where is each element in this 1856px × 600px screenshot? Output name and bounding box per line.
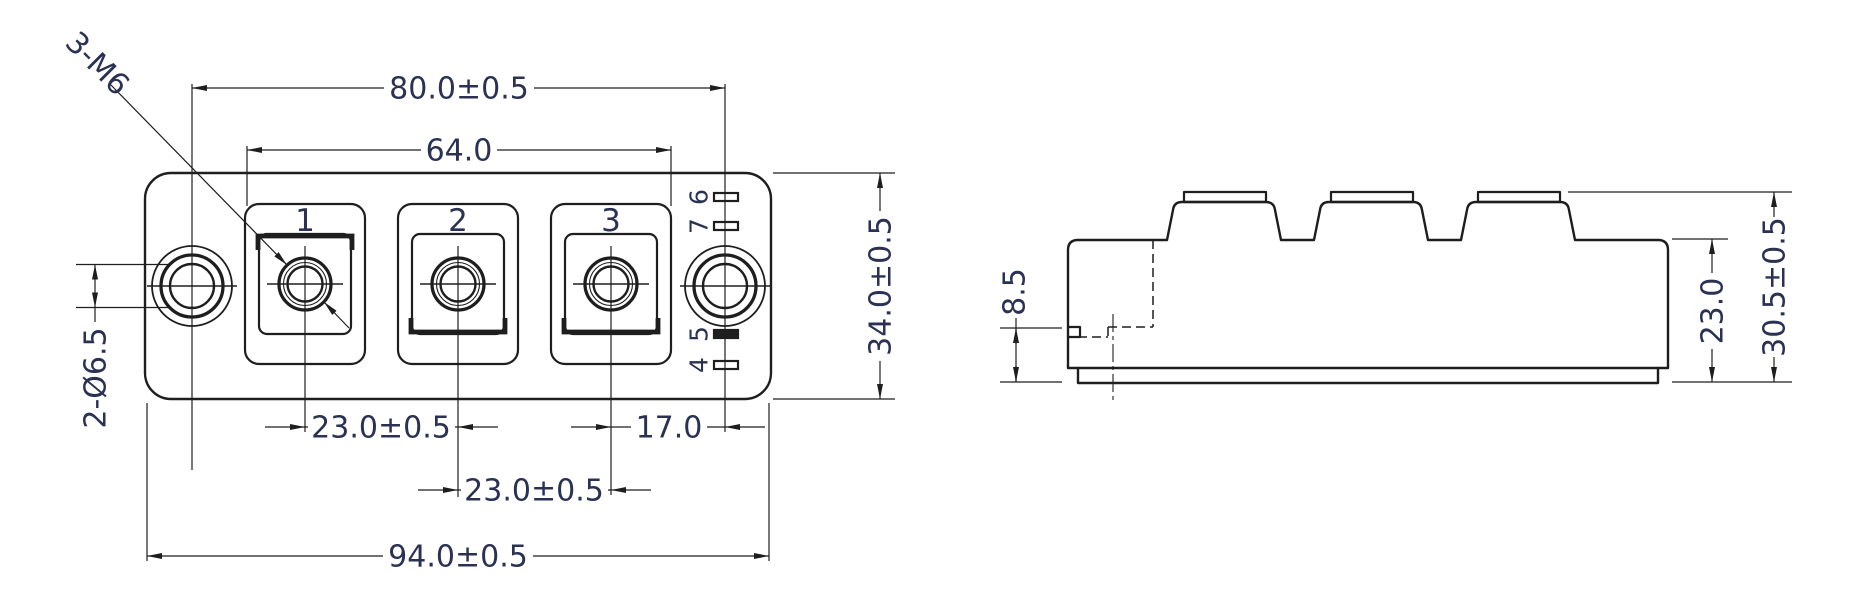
- terminal-1-number: 1: [295, 203, 315, 239]
- dim-body-height: 23.0: [1672, 238, 1792, 383]
- aux-pins: 6 7 5 4: [685, 189, 740, 373]
- dim-17-text: 17.0: [636, 411, 703, 446]
- dim-side-overall-height: 30.5±0.5: [1568, 191, 1793, 382]
- terminal-cap-3: [1476, 190, 1562, 204]
- dim-23-mask: [1696, 273, 1728, 349]
- dim-pitch12-text: 23.0±0.5: [311, 411, 451, 446]
- thread-callout-leader: [109, 83, 288, 266]
- dim-23-text: 23.0: [1696, 278, 1731, 345]
- dim-step-height: 8.5: [998, 268, 1062, 383]
- pin-7: [712, 220, 740, 232]
- dim-terminal-span-text: 64.0: [426, 134, 493, 169]
- side-body-outline: [1066, 200, 1670, 370]
- dim-overall-width-mask: [383, 540, 533, 572]
- edge-step-notch: [1068, 325, 1082, 339]
- dim-hole-callout: 2-Ø6.5: [76, 263, 170, 434]
- pin-7-label: 7: [685, 218, 714, 234]
- dim-305-text: 30.5±0.5: [1758, 217, 1793, 357]
- dim-pitch23-mask: [461, 474, 608, 506]
- dim-terminal-span-mask: [421, 134, 497, 166]
- terminal-cap-2: [1329, 190, 1415, 204]
- dim-overall-width: 94.0±0.5: [146, 403, 770, 575]
- hole-callout-text: 2-Ø6.5: [79, 327, 114, 428]
- dim-overall-height-mask: [864, 211, 896, 361]
- dim-pitch23-text: 23.0±0.5: [464, 474, 604, 509]
- pin-5-label: 5: [685, 326, 714, 342]
- pin-4: [712, 359, 740, 371]
- dim-305-mask: [1758, 217, 1790, 357]
- pin-5: [712, 328, 740, 340]
- dim-pitch12-mask: [308, 411, 455, 443]
- pin-4-label: 4: [685, 357, 714, 373]
- dim-overall-height-text: 34.0±0.5: [864, 216, 899, 356]
- side-view: 8.5 23.0 30.5±0.5: [998, 190, 1793, 402]
- thread-callout-text: 3-M6: [58, 25, 136, 103]
- dim-pitch-t2-t3: 23.0±0.5: [418, 474, 651, 509]
- dim-top-span-text: 80.0±0.5: [389, 72, 529, 107]
- dim-top-span-mask: [384, 72, 534, 104]
- dim-top-span: 80.0±0.5: [192, 72, 725, 107]
- front-view: 1 2 3 6: [58, 25, 898, 574]
- dim-17-mask: [631, 411, 707, 443]
- thread-callout-stub: [323, 301, 350, 329]
- dim-terminal-span: 64.0: [246, 134, 672, 206]
- dim-overall-width-text: 94.0±0.5: [388, 540, 528, 575]
- hole-callout-mask: [79, 322, 111, 434]
- terminal-2-number: 2: [448, 203, 468, 239]
- terminal-cap-1: [1182, 190, 1268, 204]
- pin-6: [712, 191, 740, 203]
- dim-85-text: 8.5: [998, 268, 1033, 316]
- terminal-3-number: 3: [601, 203, 621, 239]
- pin-6-label: 6: [685, 189, 714, 205]
- terminal-1-clamp-bracket: [255, 233, 355, 250]
- baseplate-outline: [1076, 366, 1660, 385]
- dim-t3-to-hole: 17.0: [571, 411, 765, 446]
- dim-pitch-t1-t2: 23.0±0.5: [265, 411, 498, 446]
- dim-overall-height: 34.0±0.5: [773, 172, 899, 400]
